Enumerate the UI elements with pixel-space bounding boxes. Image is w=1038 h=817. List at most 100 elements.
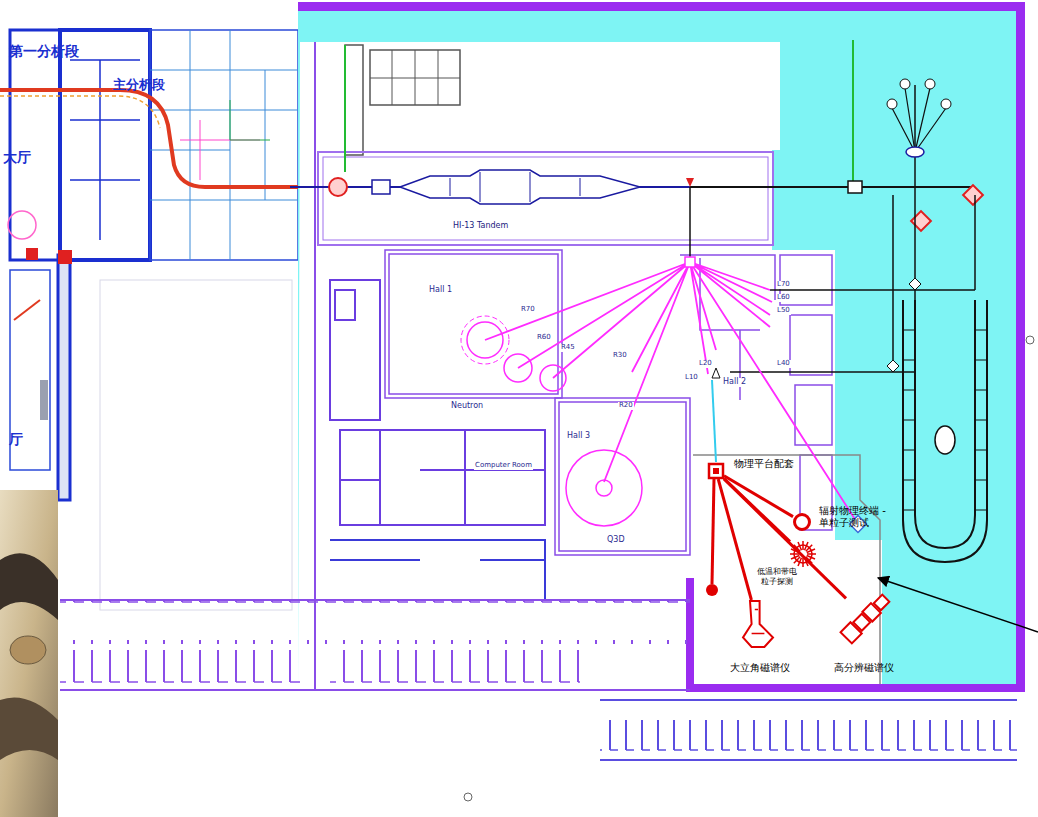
beam-line-name: R30 — [612, 352, 628, 360]
beam-line — [0, 90, 300, 187]
beam-line — [712, 380, 716, 462]
beam-line — [724, 479, 846, 599]
office-row — [60, 650, 300, 690]
room-name: HI-13 Tandem — [452, 222, 509, 231]
wall — [60, 30, 150, 260]
tandem — [400, 170, 640, 204]
photo — [10, 636, 46, 664]
target-dot — [706, 584, 718, 596]
building — [600, 690, 1025, 780]
beam-line — [14, 300, 40, 320]
area-name: 大厅 — [2, 150, 32, 165]
beam-line-name: L10 — [684, 374, 699, 382]
ion-source — [900, 79, 910, 89]
beam-line-name: L20 — [698, 360, 713, 368]
beam-line — [689, 187, 691, 262]
beam-line — [724, 479, 790, 542]
target-chamber — [566, 450, 642, 526]
linac — [903, 300, 987, 562]
linac — [915, 300, 975, 548]
wall — [330, 540, 545, 600]
magnet — [26, 248, 38, 260]
wall — [345, 45, 363, 155]
station-name: 物理平台配套 — [734, 458, 844, 470]
wall — [318, 152, 773, 245]
spectrometer — [841, 593, 892, 644]
target-chamber — [540, 365, 566, 391]
wall — [330, 280, 380, 420]
beam-line-name: L70 — [776, 281, 791, 289]
beam-element — [848, 181, 862, 193]
magnet — [329, 178, 983, 231]
beam-line — [485, 262, 858, 524]
beam-line-name: R70 — [520, 306, 536, 314]
target-chamber — [795, 515, 810, 530]
beam-element — [712, 368, 720, 378]
ground — [298, 8, 1020, 690]
wall — [323, 157, 768, 240]
wall — [58, 255, 70, 500]
target-ring — [8, 211, 36, 239]
pipe — [852, 40, 854, 185]
spectrometer — [743, 601, 773, 647]
area-name: 厅 — [8, 432, 24, 447]
target-chamber — [504, 354, 532, 382]
room-name: Hall 3 — [566, 432, 591, 441]
pipe — [230, 100, 270, 140]
magnet — [58, 250, 72, 264]
station-shape — [708, 463, 724, 479]
target-chamber — [467, 322, 503, 358]
leader-arrow — [878, 578, 1038, 632]
station-name: 低温和带电粒子探测 — [754, 567, 800, 586]
room-name: Hall 1 — [428, 286, 453, 295]
magnet — [686, 178, 694, 187]
beam-line — [718, 479, 751, 600]
experiment-station: 大立角磁谱仪 — [742, 600, 774, 648]
area-name: 第一分析段 — [8, 44, 80, 59]
area-name: 主分析段 — [112, 78, 166, 92]
beam-line — [892, 88, 946, 152]
room-name: Q3D — [606, 536, 626, 545]
station-name: 大立角磁谱仪 — [730, 662, 810, 674]
experiment-station: 辐射物理终端 -单粒子测试 — [793, 513, 811, 531]
office-row — [600, 700, 1017, 760]
target-chamber — [596, 480, 612, 496]
magnet — [963, 185, 983, 205]
beam-line-name: R20 — [618, 402, 634, 410]
office-row — [600, 700, 1017, 760]
beam-line-name: L60 — [776, 294, 791, 302]
station-shape — [846, 596, 886, 640]
ion-source — [887, 99, 897, 109]
photo — [0, 490, 58, 817]
office-row — [330, 650, 580, 690]
beam-line — [690, 186, 975, 188]
wall — [10, 30, 60, 260]
room-name: Hall 2 — [722, 378, 747, 387]
wall — [314, 42, 316, 690]
ion-source — [941, 99, 951, 109]
hall-wall — [555, 398, 690, 555]
spectrometer — [752, 610, 765, 634]
dot — [464, 793, 472, 801]
beam-element — [372, 180, 390, 194]
beam-line-name: R60 — [536, 334, 552, 342]
room-name: Neutron — [450, 402, 484, 411]
wall — [370, 50, 460, 105]
experiment-station: 低温和带电粒子探测 — [790, 541, 816, 567]
beam-line — [712, 479, 714, 584]
detector-array — [794, 545, 812, 563]
beam-line-name: R45 — [560, 344, 576, 352]
boundary — [1016, 2, 1025, 692]
photo — [0, 553, 58, 620]
building — [298, 42, 882, 690]
pipe — [344, 45, 346, 172]
ion-source — [925, 79, 935, 89]
beam-line — [0, 96, 160, 128]
magnet — [329, 178, 347, 196]
room-name: Computer Room — [474, 462, 533, 470]
wall — [370, 50, 460, 105]
target-chamber — [461, 316, 509, 364]
lab-wall — [693, 455, 880, 684]
station-name: 辐射物理终端 -单粒子测试 — [819, 505, 891, 529]
